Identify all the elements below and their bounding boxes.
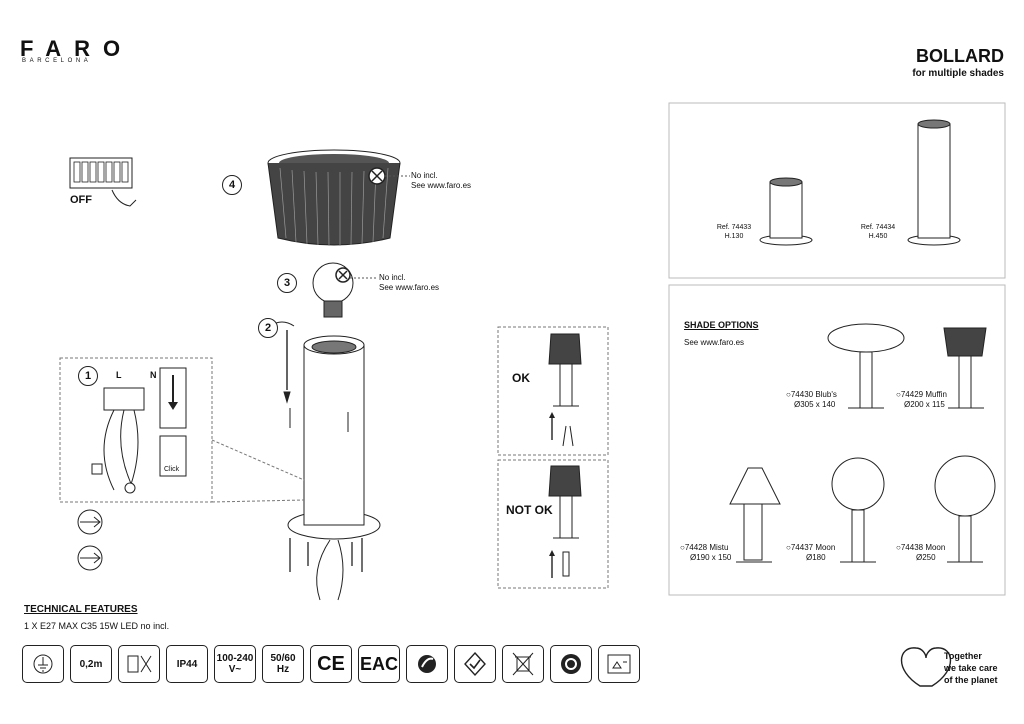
radio-icon: ○ [896, 390, 901, 399]
ce-mark-icon: CE [310, 645, 352, 683]
shade-options-title: SHADE OPTIONS [684, 320, 759, 330]
planet-line-2: we take care [944, 663, 998, 673]
shade-note: No incl. See www.faro.es [411, 171, 471, 191]
green-dot-icon [550, 645, 592, 683]
recycle-leaf-icon [406, 645, 448, 683]
bollard-drawing [269, 321, 381, 601]
voltage-top: 100-240 [216, 653, 254, 664]
ip-rating-icon: IP44 [166, 645, 208, 683]
planet-icon [901, 647, 951, 687]
shade-item-code: 74428 Mistu [684, 543, 729, 552]
model-74434-ref: Ref. 74434 [860, 224, 896, 231]
brand-sub: BARCELONA [22, 58, 92, 64]
shade-options-see: See www.faro.es [684, 338, 745, 347]
bulb-note-line1: No incl. [379, 273, 406, 282]
step-4-badge: 4 [222, 175, 242, 195]
shade-item-blubs: ○74430 Blub's Ø305 x 140 [786, 390, 837, 410]
shade-item-size: Ø250 [916, 553, 936, 562]
weee-bin-icon [502, 645, 544, 683]
step-3-badge: 3 [277, 273, 297, 293]
technical-title: TECHNICAL FEATURES [24, 604, 138, 615]
switch-panel-icon [69, 157, 137, 207]
shade-item-size: Ø200 x 115 [904, 400, 945, 409]
shade-note-line1: No incl. [411, 171, 438, 180]
voltage-bottom: V~ [228, 664, 242, 675]
certified-badge-icon [454, 645, 496, 683]
models-panel [668, 102, 1006, 279]
shade-item-size: Ø305 x 140 [794, 400, 836, 409]
model-74433: Ref. 74433 H.130 [704, 223, 764, 241]
no-insulation-icon [118, 645, 160, 683]
model-74433-height: H.130 [724, 233, 744, 240]
shade-item-code: 74437 Moon [790, 543, 836, 552]
shade-item-code: 74429 Muffin [900, 390, 947, 399]
wiring-detail [59, 357, 305, 503]
bulb-note: No incl. See www.faro.es [379, 273, 439, 293]
wire-l-label: L [116, 370, 122, 380]
shade-item-mistu: ○74428 Mistu Ø190 x 150 [680, 543, 731, 563]
shade-item-code: 74430 Blub's [790, 390, 837, 399]
page-subtitle: for multiple shades [912, 68, 1004, 79]
technical-text: 1 X E27 MAX C35 15W LED no incl. [24, 621, 170, 631]
shade-item-size: Ø180 [806, 553, 826, 562]
distance-icon: 0,2m [70, 645, 112, 683]
distance-label: 0,2m [79, 658, 103, 670]
radio-icon: ○ [680, 543, 685, 552]
model-74434-height: H.450 [868, 233, 888, 240]
radio-icon: ○ [786, 390, 791, 399]
brand-logo: FARO [20, 36, 134, 61]
ok-label: OK [512, 371, 530, 385]
shade-drawing [267, 149, 410, 247]
bulb-drawing [312, 262, 376, 318]
click-label: Click [164, 466, 180, 473]
model-74433-ref: Ref. 74433 [716, 224, 752, 231]
wire-tool-icons [77, 509, 103, 571]
shade-item-code: 74438 Moon [900, 543, 946, 552]
shade-item-moon-180: ○74437 Moon Ø180 [786, 543, 835, 563]
not-ok-label: NOT OK [506, 503, 553, 517]
off-label: OFF [70, 194, 92, 206]
step-2-badge: 2 [258, 318, 278, 338]
radio-icon: ○ [896, 543, 901, 552]
shade-item-muffin: ○74429 Muffin Ø200 x 115 [896, 390, 947, 410]
eac-mark-icon: EAC [358, 645, 400, 683]
radio-icon: ○ [786, 543, 791, 552]
shade-item-size: Ø190 x 150 [690, 553, 732, 562]
shade-note-line2: See www.faro.es [411, 181, 472, 190]
frequency-bottom: Hz [276, 664, 290, 675]
recycle-box-icon [598, 645, 640, 683]
planet-line-3: of the planet [944, 675, 998, 685]
wire-n-label: N [150, 370, 157, 380]
not-ok-panel [497, 459, 609, 589]
ok-panel [497, 326, 609, 456]
bulb-note-line2: See www.faro.es [379, 283, 440, 292]
shade-item-moon-250: ○74438 Moon Ø250 [896, 543, 945, 563]
frequency-top: 50/60 [270, 653, 296, 664]
model-74434: Ref. 74434 H.450 [848, 223, 908, 241]
shade-options-panel [668, 284, 1006, 596]
ground-icon [22, 645, 64, 683]
planet-message: Together we take care of the planet [944, 650, 998, 686]
page-title: BOLLARD [916, 46, 1004, 66]
planet-line-1: Together [944, 651, 982, 661]
step-1-badge: 1 [78, 366, 98, 386]
